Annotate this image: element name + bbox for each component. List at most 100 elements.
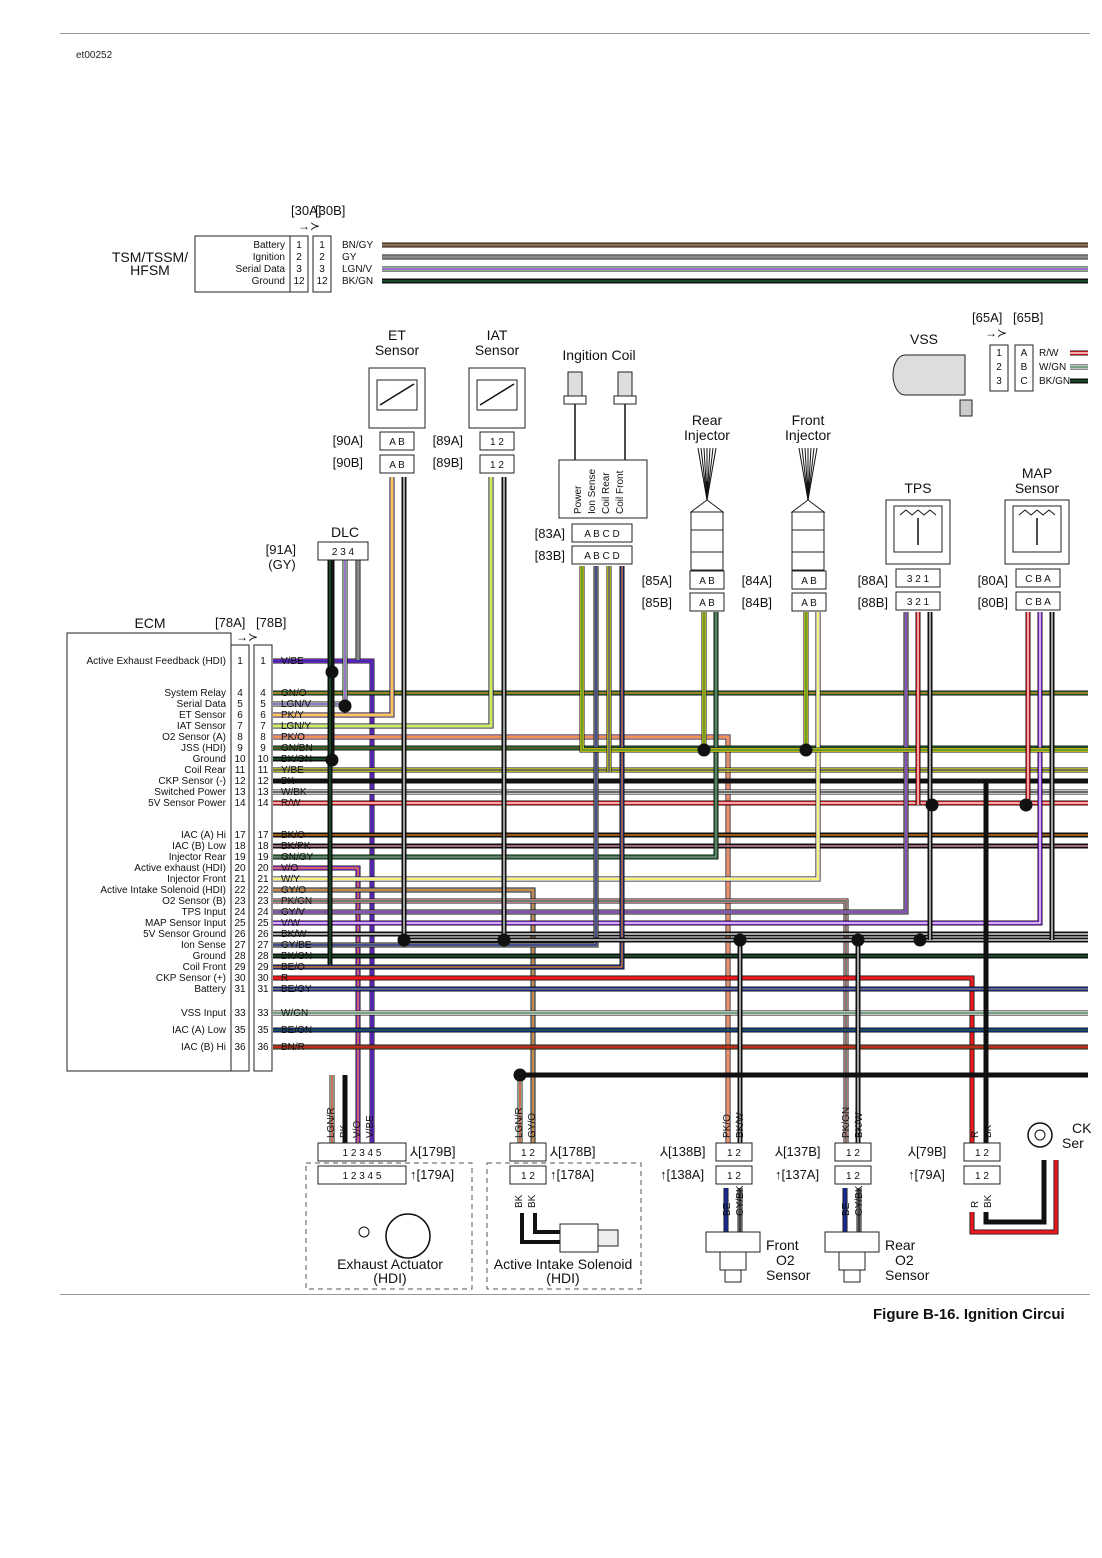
ecm-wire-code: BK/PK [281,841,311,852]
intake-solenoid-name: Active Intake Solenoid [494,1256,633,1272]
connector-83b-label: [83B] [535,548,565,563]
exhaust-actuator-dashed-box [305,1162,473,1290]
coil-plug-cap [567,371,583,397]
coil-power-wire [580,566,1088,752]
rear-o2-b-label: ⅄[137B] [774,1144,821,1159]
ecm-pin-label: Ion Sense [181,940,226,951]
ecm-pin-label: Coil Rear [184,765,226,776]
connector-symbol: →≻ [298,219,320,233]
splice-dot [397,933,411,947]
iat-conn-b [479,454,515,474]
front-o2-name: Front [766,1237,799,1253]
ecm-pin-number: 35 [257,1025,269,1036]
ecm-wire-code: BK/GN [281,951,312,962]
ckp-conn-b-pins: 1 2 [975,1148,989,1159]
ecm-pin-number: 21 [257,874,269,885]
front-injector-body [791,511,825,571]
ecm-pin-label: 5V Sensor Power [148,798,226,809]
front-o2-sensor-tip [724,1269,742,1283]
vss-wire-code: BK/GN [1039,376,1070,387]
ecm-pin-number: 8 [237,732,243,743]
ecm-wire-code: BK/W [281,929,307,940]
coil-function-label: Ion Sense [587,469,598,514]
ckp-wire-code: R [970,1131,981,1138]
ecm-wire-code: BN/R [281,1042,305,1053]
coil-conn-b-pins: A B C D [584,551,620,562]
ecm-wire-1-stripe [273,660,373,1145]
thermistor-arrow [379,383,415,406]
ckp-name: CK [1072,1120,1092,1136]
map-conn-a-pins: C B A [1025,574,1051,585]
ecm-wire-code: R/W [281,798,301,809]
ecm-pin-number: 27 [257,940,269,951]
intake-wire-code: LGN/R [514,1107,525,1138]
ckp-a-label: ↑[79A] [908,1167,945,1182]
tsm-pin-number: 12 [316,276,328,287]
tps-conn-b [895,591,941,611]
rear-o2-conn-b-pins: 1 2 [846,1148,860,1159]
ecm-pin-label: IAC (A) Hi [181,830,226,841]
ckp-wire-code: BK [983,1124,994,1138]
ecm-wire-8-stripe [273,736,729,1145]
splice-dot [497,933,511,947]
tsm-pin-number: 1 [296,240,302,251]
connector-symbol: →≻ [236,630,258,644]
ecm-wire-code: PK/GN [281,896,312,907]
exhaust-conn-a [317,1165,407,1185]
intake-solenoid-sub: (HDI) [546,1270,579,1286]
tsm-wire-code: BK/GN [342,276,373,287]
front-injector-tip [790,499,826,513]
vss-sensor-body [892,354,966,396]
ecm-wire-code: GN/GY [281,852,314,863]
ckp-sensor-hole [1034,1129,1046,1141]
connector-88b-label: [88B] [858,595,888,610]
ecm-pin-number: 19 [257,852,269,863]
tsm-wire-code: BN/GY [342,240,373,251]
tsm-pin-col-b [312,235,332,293]
tsm-pin-label: Serial Data [236,264,286,275]
dlc-connector [317,541,369,561]
rear-o2-lower-wire-code: GY/BK [854,1185,865,1216]
ecm-pin-number: 21 [234,874,246,885]
ecm-wire-code: LGN/V [281,699,311,710]
ecm-wire-code: BE/GY [281,984,312,995]
vss-pin-number: 3 [996,376,1002,387]
ecm-pin-number: 10 [234,754,246,765]
ecm-pin-number: 28 [234,951,246,962]
ecm-pin-number: 25 [234,918,246,929]
frame-top-border [60,33,1090,34]
ecm-wire-30 [273,976,974,1145]
ecm-wire-29-outline [273,566,625,970]
ecm-wire-20-stripe [273,867,359,1145]
ecm-pin-label: O2 Sensor (B) [162,896,226,907]
ecm-pin-number: 26 [234,929,246,940]
splice-dot [1019,798,1033,812]
ecm-wire-code: V/O [281,863,298,874]
ecm-pin-number: 4 [237,688,243,699]
front-inj-conn-b-pins: A B [801,598,817,609]
et-sensor-name: ET [388,327,406,343]
ecm-wire-code: GN/O [281,688,307,699]
ecm-pin-number: 6 [260,710,266,721]
connector-91a-sublabel: (GY) [268,557,295,572]
intake-conn-a-pins: 1 2 [521,1171,535,1182]
ecm-pin-label: Injector Front [167,874,226,885]
figure-ref-code: et00252 [76,50,113,61]
front-o2-lower-wire-code: BE [722,1202,733,1216]
connector-85a-label: [85A] [642,573,672,588]
connector-78a-label: [78A] [215,615,245,630]
exhaust-conn-b-pins: 1 2 3 4 5 [343,1148,382,1159]
injector-spray [807,447,818,501]
rear-o2-wire-code: PK/GN [841,1107,852,1138]
front-o2-conn-a-pins: 1 2 [727,1171,741,1182]
ecm-pin-number: 9 [260,743,266,754]
ecm-pin-label: CKP Sensor (+) [156,973,226,984]
ecm-pin-number: 28 [257,951,269,962]
vss-wire-code: R/W [1039,348,1059,359]
ecm-wire-code: V/BE [281,656,304,667]
thermistor-arrow [479,383,515,406]
iat-conn-a-pins: 1 2 [490,437,504,448]
ecm-pin-number: 11 [258,765,269,776]
